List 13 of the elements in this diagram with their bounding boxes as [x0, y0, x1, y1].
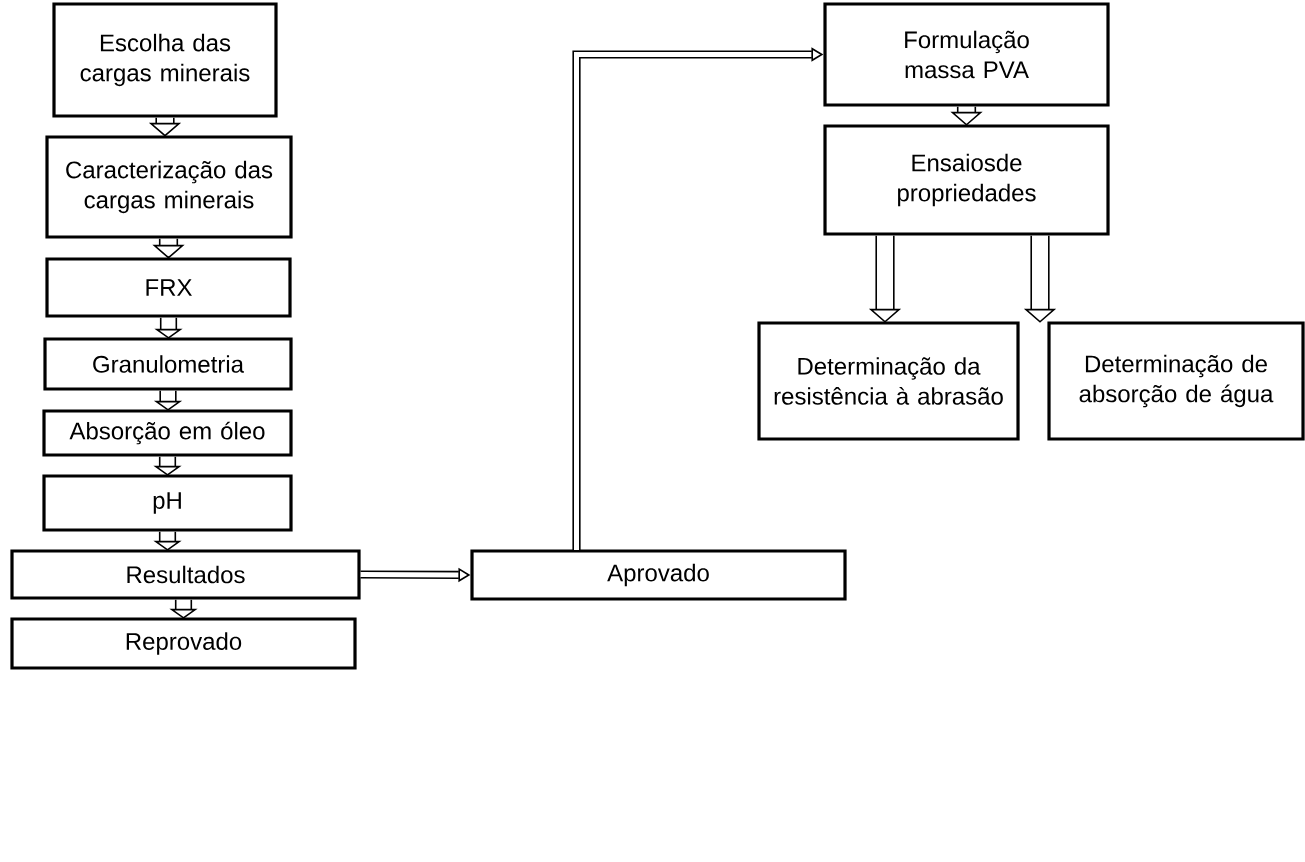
process-box: Formulação massa PVA [823, 2, 1110, 107]
process-box: Absorção em óleo [42, 409, 293, 457]
process-box: pH [42, 474, 293, 532]
process-box: Escolha das cargas minerais [52, 2, 278, 118]
process-box: Resultados [10, 549, 361, 600]
process-box: Determinação de absorção de água [1047, 321, 1305, 441]
process-box: Aprovado [470, 549, 847, 601]
process-box: Reprovado [10, 617, 357, 670]
process-box: Determinação da resistência à abrasão [757, 321, 1020, 441]
process-box: Caracterização das cargas minerais [45, 135, 293, 239]
process-box: Granulometria [43, 337, 293, 391]
process-box: Ensaiosde propriedades [823, 124, 1110, 236]
process-box: FRX [45, 257, 292, 318]
